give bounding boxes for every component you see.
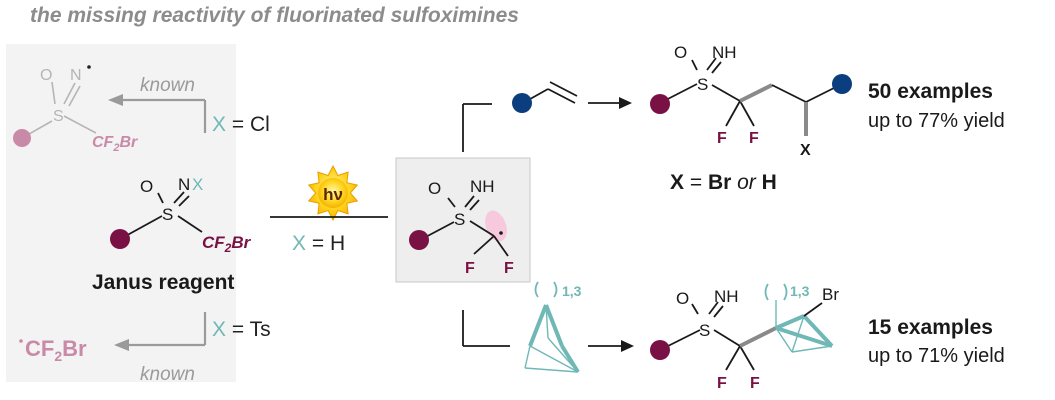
sulfoximidoyl-radical: O NH S F F	[409, 177, 514, 277]
hv-symbol: hν	[323, 185, 343, 204]
atom-n: N	[178, 175, 190, 194]
atom-n: N	[70, 67, 82, 84]
cf2br-group-faded: CF2Br	[92, 134, 138, 154]
atom-x: X	[800, 142, 811, 159]
examples-count-top: 50 examples	[868, 80, 993, 103]
known-arrow-top	[108, 94, 207, 133]
atom-s: S	[162, 205, 173, 224]
sun-icon	[307, 164, 359, 222]
radical-dot	[499, 231, 503, 235]
alkene-substituent-dot	[832, 74, 852, 94]
radical-dot	[87, 65, 91, 69]
bottom-product-structure: O NH S F F Br 1,3	[650, 283, 839, 392]
top-product-structure: O NH S F F X	[650, 43, 852, 159]
cf2br-group: CF2Br	[202, 233, 252, 255]
yield-bottom: up to 71% yield	[868, 345, 1005, 367]
ring-size-index: 1,3	[562, 283, 582, 299]
atom-o: O	[40, 67, 52, 84]
atom-nh: NH	[470, 177, 495, 196]
aryl-dot-faded	[13, 129, 31, 147]
atom-s: S	[53, 108, 64, 125]
known-label-bottom: known	[140, 364, 195, 385]
alkene-reagent	[512, 81, 578, 113]
branch-lines	[462, 103, 510, 347]
atom-nh: NH	[714, 287, 739, 306]
atom-s: S	[699, 321, 710, 340]
radical-box	[395, 157, 531, 283]
x-definition: X = Br or H	[670, 171, 777, 194]
atom-o: O	[674, 43, 687, 62]
yield-top: up to 77% yield	[868, 110, 1005, 132]
left-panel-background	[6, 44, 236, 382]
aryl-dot	[650, 340, 670, 360]
condition-x-cl: X = Cl	[212, 113, 270, 136]
atom-o: O	[140, 177, 153, 196]
atom-o: O	[676, 289, 689, 308]
known-chlorinated-sulfoximine: O N S CF2Br	[13, 65, 138, 154]
radical-dot	[19, 339, 23, 343]
examples-count-bottom: 15 examples	[868, 316, 993, 339]
cf2br-radical: CF2Br	[25, 336, 87, 364]
janus-reagent-structure: O N X S CF2Br	[110, 175, 252, 255]
alkene-substituent-dot	[512, 93, 532, 113]
ring-size-index: 1,3	[790, 283, 810, 299]
atom-f: F	[717, 130, 727, 147]
known-label-top: known	[140, 75, 195, 96]
atom-x: X	[192, 175, 203, 194]
known-arrow-bottom	[114, 312, 207, 351]
atom-f: F	[717, 375, 727, 392]
header-title: the missing reactivity of fluorinated su…	[30, 4, 519, 27]
atom-o: O	[428, 179, 441, 198]
condition-x-ts: X = Ts	[212, 318, 271, 341]
janus-reagent-label: Janus reagent	[92, 271, 234, 294]
aryl-dot	[650, 94, 670, 114]
arrow-to-top-product	[588, 97, 632, 109]
atom-f: F	[750, 375, 760, 392]
atom-f: F	[465, 260, 475, 277]
atom-s: S	[454, 210, 465, 229]
atom-br: Br	[822, 285, 839, 304]
atom-f: F	[504, 260, 514, 277]
bicycloalkane-reagent	[524, 281, 580, 374]
aryl-dot	[110, 229, 130, 249]
atom-f: F	[749, 130, 759, 147]
atom-nh: NH	[712, 43, 737, 62]
aryl-dot	[409, 230, 429, 250]
condition-x-h: X = H	[292, 232, 345, 255]
arrow-to-bottom-product	[588, 340, 634, 352]
atom-s: S	[697, 75, 708, 94]
